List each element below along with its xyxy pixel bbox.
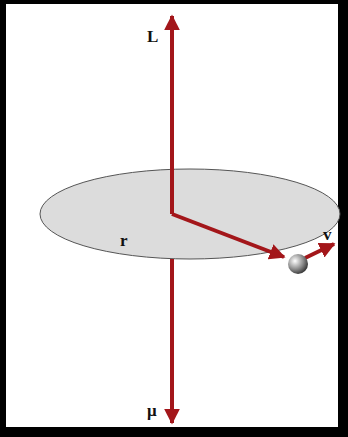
- radius-arrow: [172, 214, 284, 257]
- electron-ball: [288, 254, 308, 274]
- vector-label: v: [323, 226, 332, 243]
- vector-label: r: [120, 232, 128, 249]
- magnetic-moment-arrow: [170, 259, 174, 423]
- angular-momentum-arrow: [170, 16, 174, 214]
- orbit-plane: [40, 169, 340, 259]
- velocity-arrow: [305, 244, 334, 258]
- vector-label: L: [147, 28, 158, 45]
- vector-label: μ: [147, 402, 157, 419]
